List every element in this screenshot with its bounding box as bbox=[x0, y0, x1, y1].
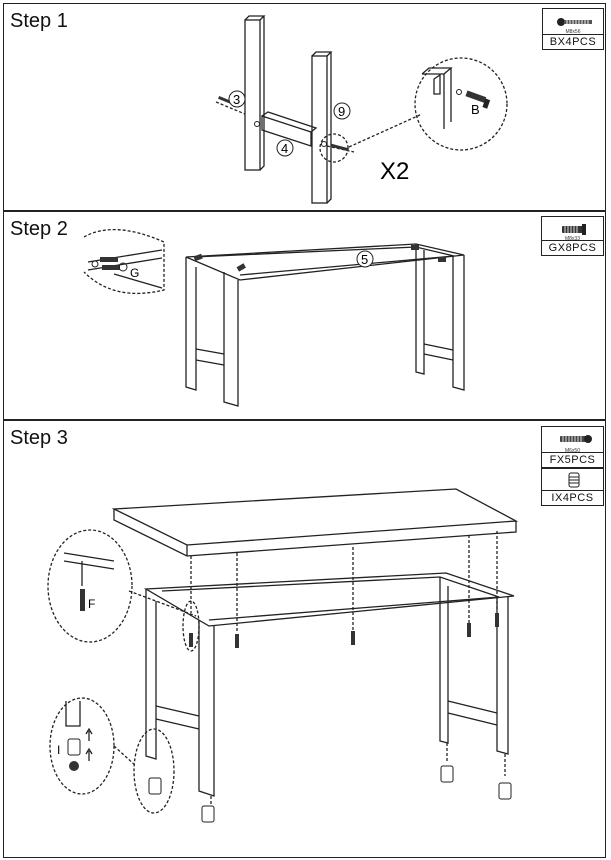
part-label-3: 3 bbox=[233, 92, 240, 107]
step-3-hardware-box-f: M6x50 FX5PCS bbox=[541, 426, 604, 468]
bolt-icon bbox=[557, 18, 592, 26]
screw-f-icons bbox=[80, 589, 499, 648]
step-1-diagram: 3 4 9 B X2 bbox=[215, 15, 508, 204]
hardware-qty: IX4PCS bbox=[542, 490, 603, 504]
foot-glide-icon bbox=[568, 472, 580, 488]
part-label-i: I bbox=[57, 743, 60, 757]
hardware-size: M8x33 bbox=[564, 236, 580, 242]
bolt-icon bbox=[560, 435, 592, 443]
step-3-diagram: F I bbox=[47, 488, 519, 823]
part-label-4: 4 bbox=[281, 141, 288, 156]
leg-3 bbox=[244, 19, 261, 171]
step-3-hardware-box-i: IX4PCS bbox=[541, 468, 604, 506]
leg-9 bbox=[311, 55, 328, 204]
step-2-diagram: 5 G bbox=[83, 228, 465, 407]
step-1-hardware-box: M8x56 BX4PCS bbox=[542, 8, 604, 50]
bolt-g-icon bbox=[91, 257, 128, 272]
step-2-hardware-box: M8x33 GX8PCS bbox=[541, 216, 604, 256]
hardware-qty: BX4PCS bbox=[543, 34, 603, 48]
step-2-title: Step 2 bbox=[10, 218, 68, 240]
step-3-title: Step 3 bbox=[10, 427, 68, 449]
rail-4 bbox=[261, 111, 318, 147]
bolt-icon bbox=[562, 224, 586, 235]
part-label-f: F bbox=[88, 597, 95, 611]
part-label-5: 5 bbox=[361, 252, 368, 267]
step-2-panel: Step 2 M8x33 GX8PCS bbox=[3, 211, 606, 420]
glide-base-icon bbox=[69, 761, 79, 771]
foot-glide-icons bbox=[67, 738, 512, 823]
step-3-panel: Step 3 M6x50 FX5PCS IX4PCS bbox=[3, 420, 606, 858]
part-label-g: G bbox=[130, 266, 139, 280]
top-frame bbox=[185, 243, 465, 281]
hardware-qty: GX8PCS bbox=[542, 240, 603, 254]
hardware-qty: FX5PCS bbox=[542, 452, 603, 466]
step-1-title: Step 1 bbox=[10, 10, 68, 32]
hardware-size: M8x56 bbox=[565, 29, 581, 35]
bolt-b-icon bbox=[456, 89, 491, 109]
step-1-panel: Step 1 M8x56 BX4PCS bbox=[3, 3, 606, 211]
multiplier-label: X2 bbox=[380, 158, 409, 185]
part-label-b: B bbox=[471, 102, 480, 117]
part-label-9: 9 bbox=[338, 104, 345, 119]
hardware-size: M6x50 bbox=[564, 448, 580, 454]
bolt-icon bbox=[330, 143, 349, 152]
